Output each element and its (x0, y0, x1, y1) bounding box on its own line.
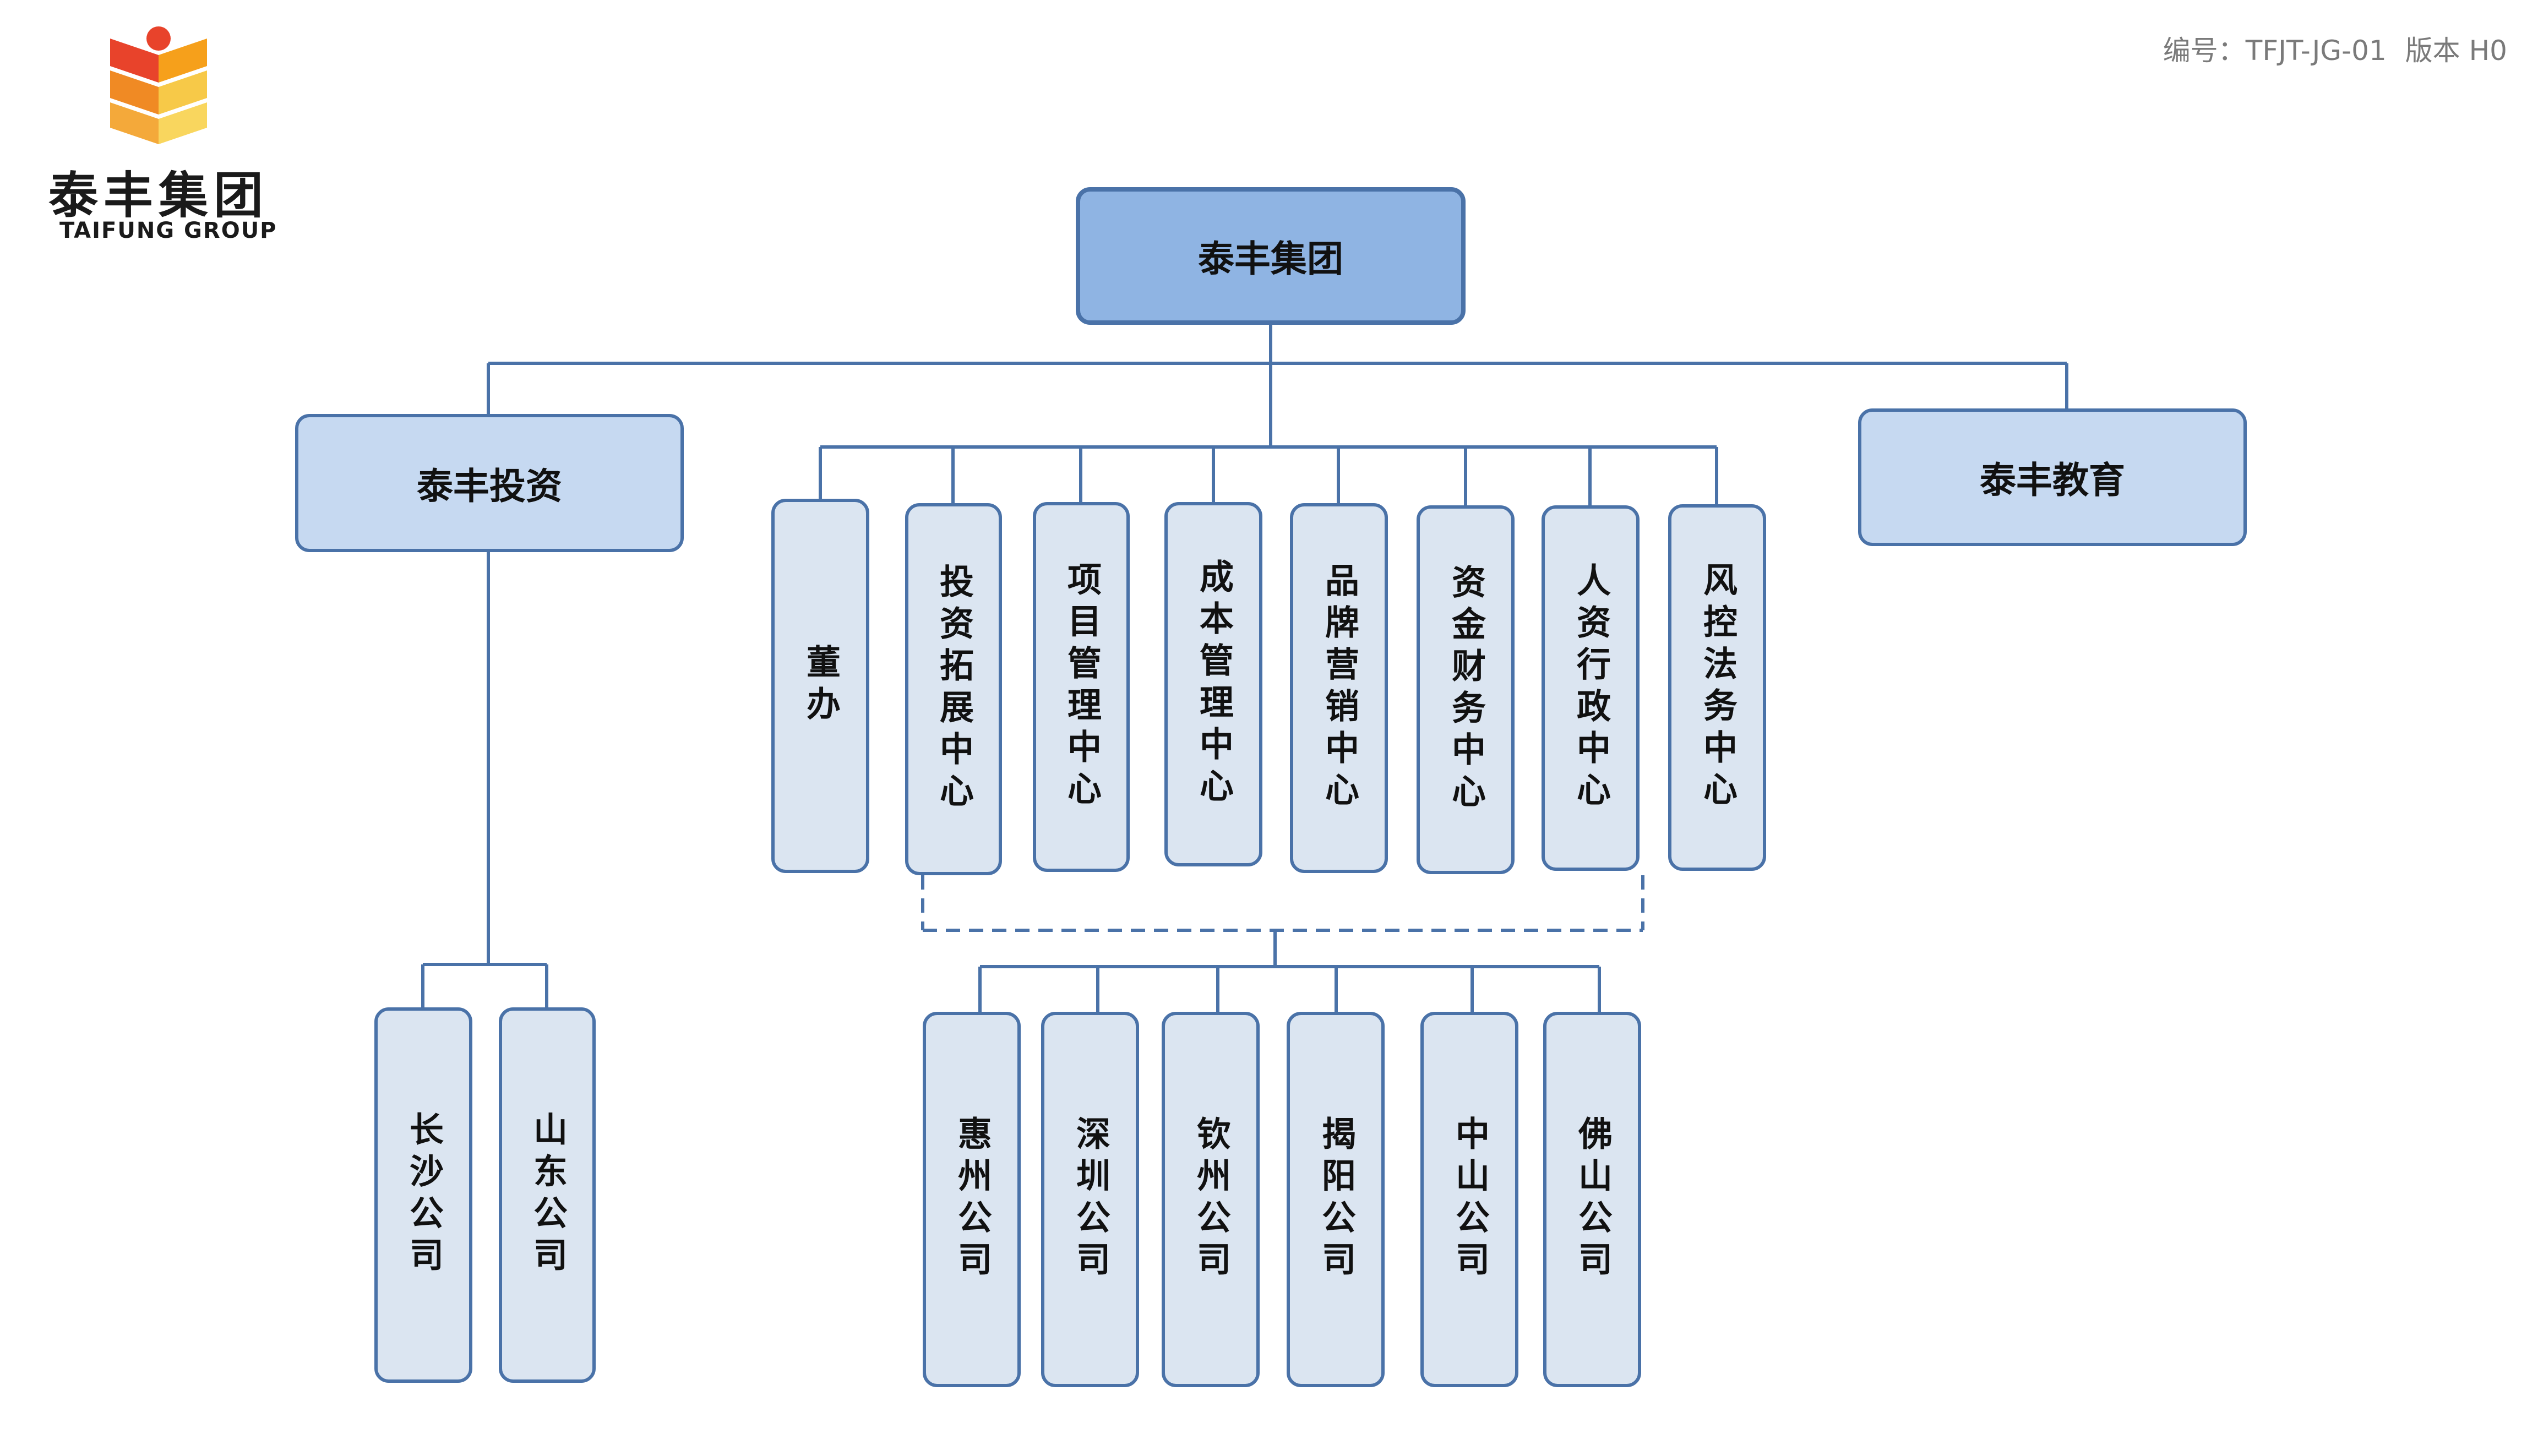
document-id: 编号：TFJT-JG-01 版本 H0 (2153, 29, 2507, 68)
node-investment: 泰丰投资 (295, 414, 684, 552)
node-company: 长沙公司 (374, 1007, 472, 1383)
node-company-label: 惠州公司 (952, 1116, 992, 1283)
version-label: 版本 H0 (2405, 35, 2507, 67)
node-company-label: 中山公司 (1450, 1116, 1490, 1283)
node-company-label: 揭阳公司 (1316, 1116, 1356, 1283)
node-department: 董办 (771, 499, 869, 873)
node-company: 钦州公司 (1162, 1012, 1260, 1387)
node-company-label: 佛山公司 (1572, 1116, 1613, 1283)
node-company: 山东公司 (499, 1007, 596, 1383)
node-department-label: 成本管理中心 (1194, 559, 1234, 810)
node-company: 揭阳公司 (1287, 1012, 1385, 1387)
node-department-label: 投资拓展中心 (934, 564, 974, 815)
node-root-label: 泰丰集团 (1198, 238, 1343, 280)
node-company: 中山公司 (1420, 1012, 1518, 1387)
node-education-label: 泰丰教育 (1980, 459, 2125, 501)
node-investment-label: 泰丰投资 (417, 465, 562, 508)
doc-number-label: 编号：TFJT-JG-01 (2163, 35, 2387, 67)
node-company: 佛山公司 (1543, 1012, 1641, 1387)
node-company: 惠州公司 (923, 1012, 1021, 1387)
node-department-label: 董办 (800, 644, 841, 728)
dashed-grouping-bracket (921, 875, 1644, 932)
logo-name-cn: 泰丰集团 (48, 167, 269, 225)
node-education: 泰丰教育 (1858, 408, 2247, 546)
node-department: 资金财务中心 (1417, 505, 1515, 874)
node-company: 深圳公司 (1041, 1012, 1139, 1387)
node-company-label: 山东公司 (527, 1111, 568, 1279)
node-department-label: 品牌营销中心 (1319, 563, 1359, 814)
node-department-label: 资金财务中心 (1446, 564, 1486, 815)
node-root: 泰丰集团 (1076, 187, 1466, 325)
node-department-label: 项目管理中心 (1061, 561, 1102, 812)
connector-lines (421, 325, 2068, 1012)
node-department: 项目管理中心 (1033, 502, 1130, 872)
node-department: 投资拓展中心 (905, 503, 1002, 875)
node-department: 品牌营销中心 (1290, 503, 1388, 873)
node-company-label: 深圳公司 (1070, 1116, 1110, 1283)
node-department: 人资行政中心 (1542, 505, 1640, 871)
node-company-label: 钦州公司 (1191, 1116, 1231, 1283)
node-company-label: 长沙公司 (404, 1111, 444, 1279)
node-department-label: 风控法务中心 (1697, 562, 1738, 813)
node-department: 成本管理中心 (1164, 502, 1262, 866)
node-department: 风控法务中心 (1668, 504, 1766, 871)
logo-name-en: TAIFUNG GROUP (59, 218, 277, 243)
node-department-label: 人资行政中心 (1571, 563, 1611, 814)
logo-icon (110, 26, 207, 144)
